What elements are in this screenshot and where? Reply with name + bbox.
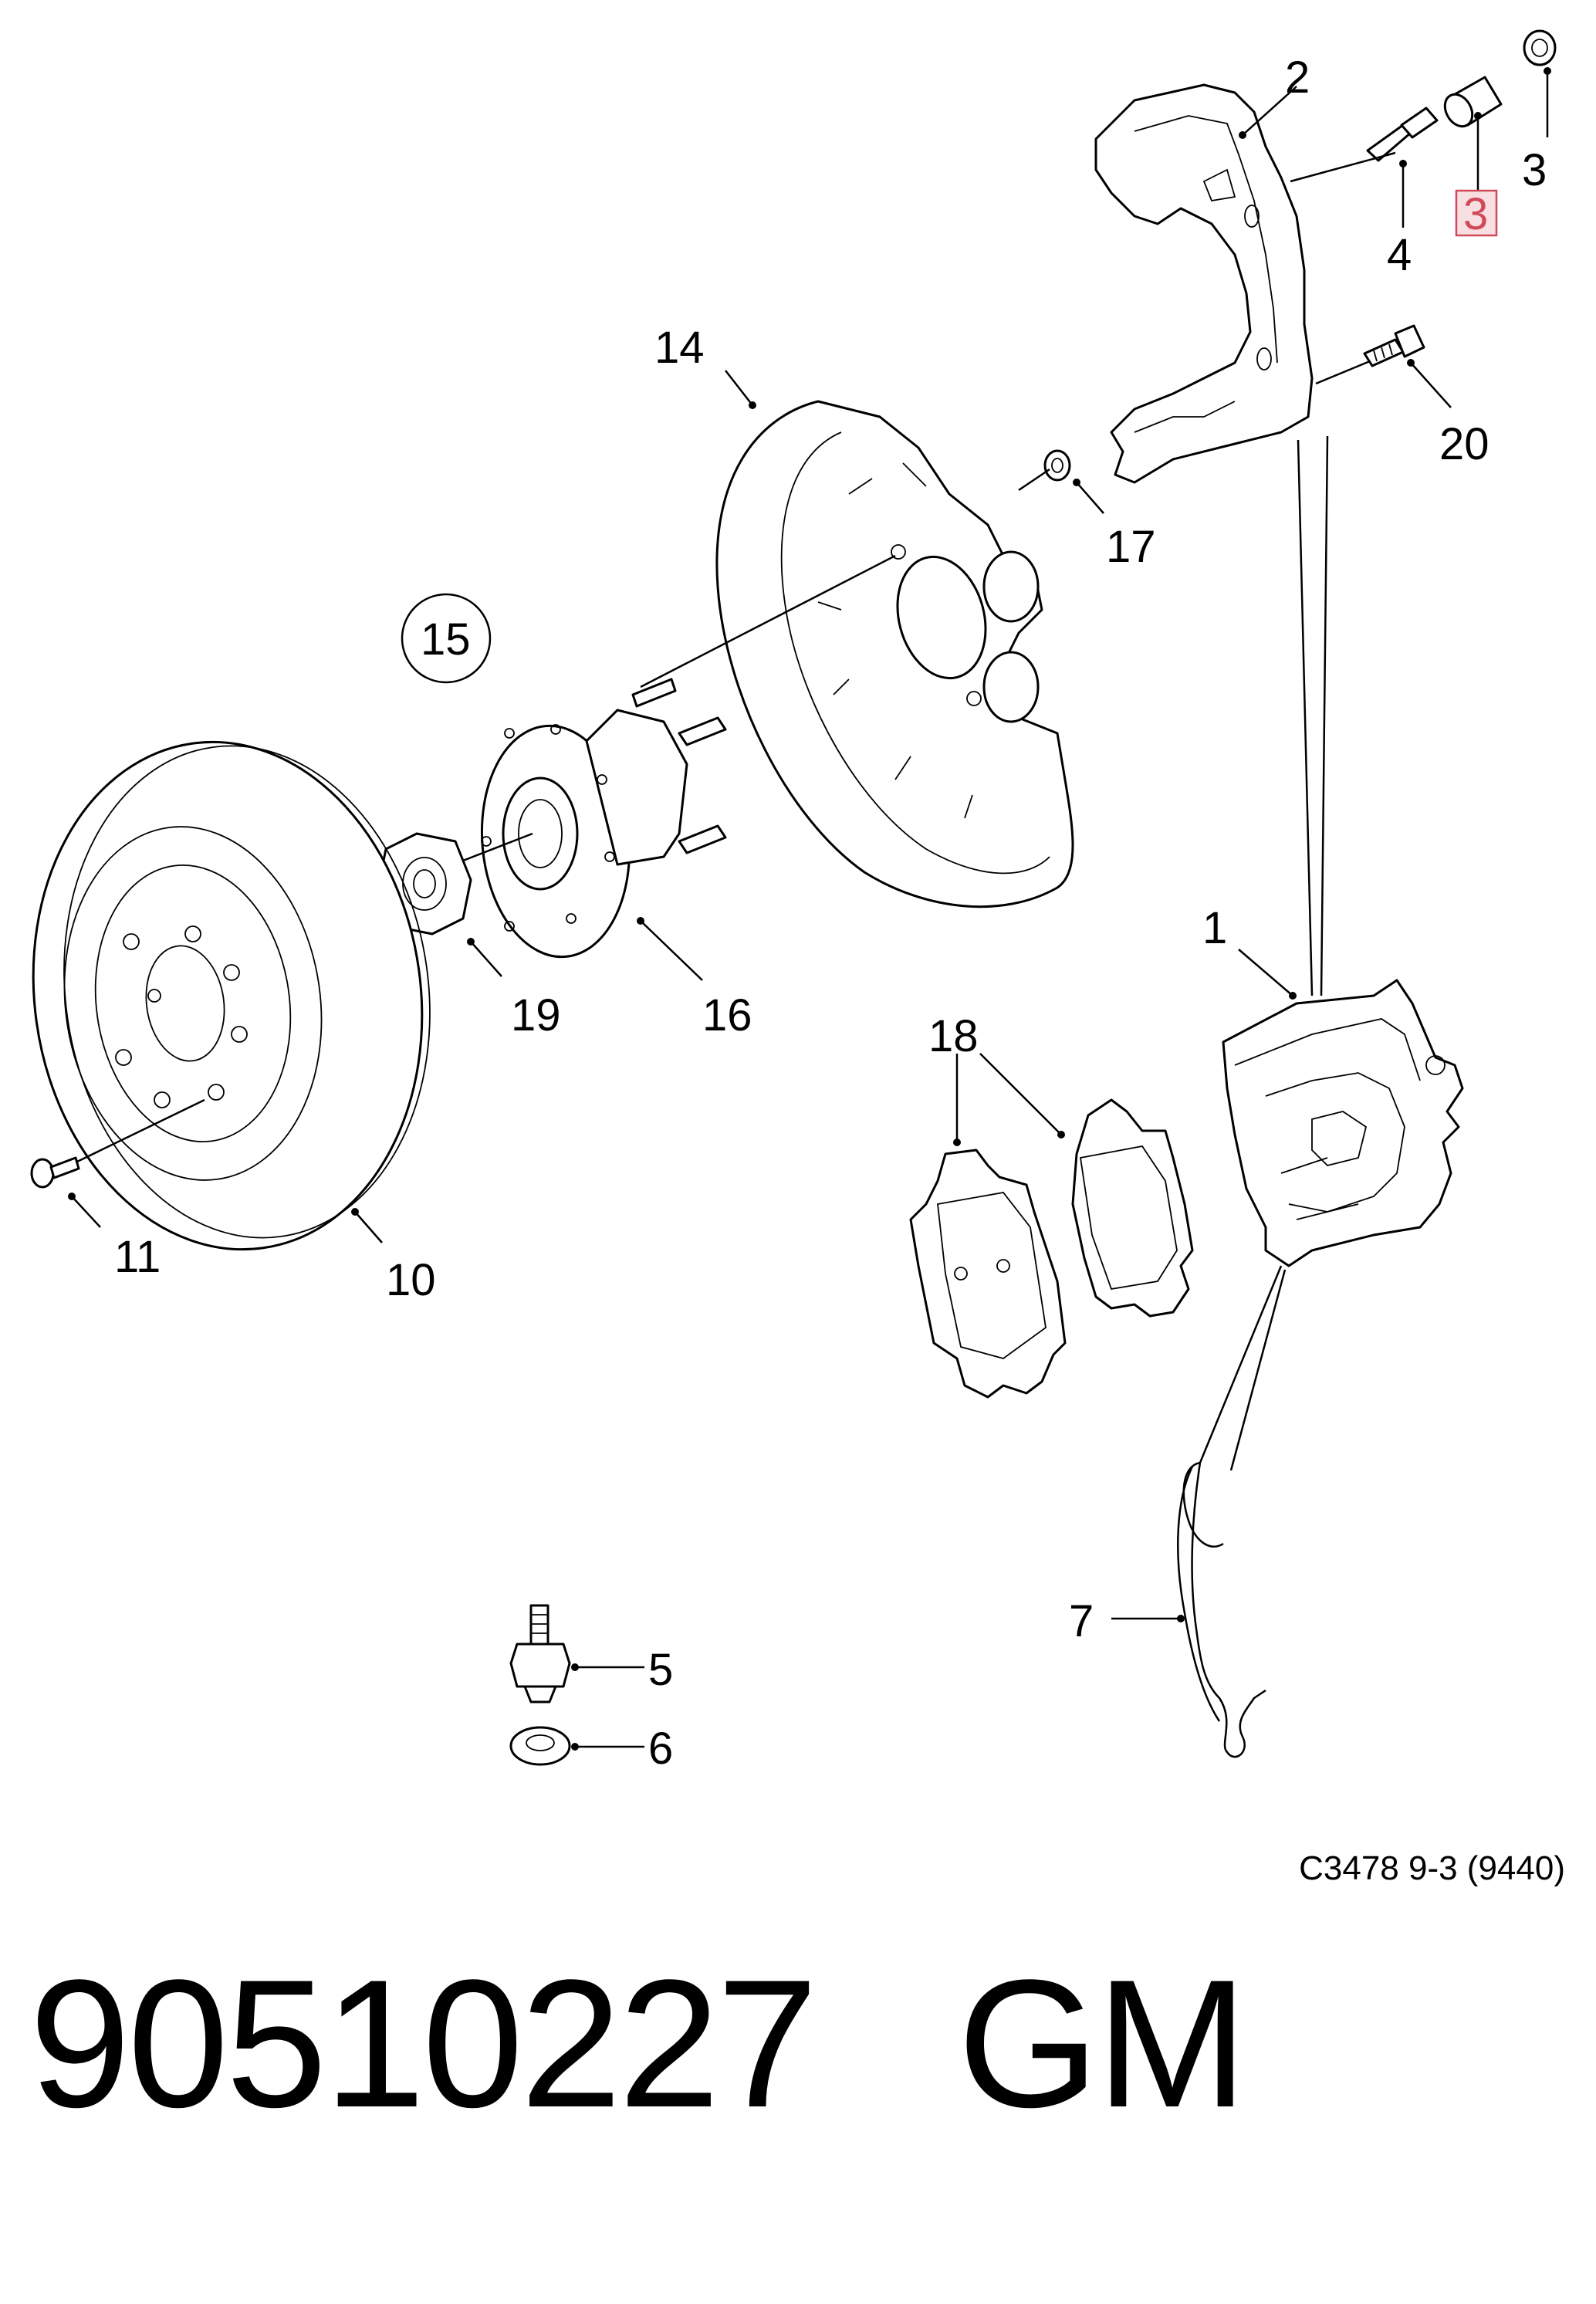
callout-3: 3 (1522, 145, 1547, 195)
part-wear-sensor-wire (1177, 1461, 1266, 1758)
callout-15: 15 (421, 614, 471, 665)
leader-lines (68, 67, 1551, 1751)
part-bleeder-screw (509, 1604, 571, 1703)
callout-2: 2 (1285, 52, 1310, 103)
callout-14: 14 (654, 323, 705, 373)
part-disc-screw (30, 1156, 80, 1189)
callout-3-highlighted: 3 (1463, 189, 1488, 239)
callout-7: 7 (1069, 1596, 1094, 1646)
part-wheel-hub (480, 678, 727, 959)
part-backing-plate (715, 400, 1074, 908)
part-guide-pin (1366, 107, 1439, 162)
callout-6: 6 (648, 1724, 673, 1774)
part-grommet (1043, 449, 1071, 482)
callout-10: 10 (386, 1255, 436, 1305)
callout-18: 18 (928, 1011, 979, 1061)
callout-11: 11 (114, 1232, 161, 1282)
spacer (815, 1942, 958, 2146)
callout-17: 17 (1106, 522, 1156, 572)
callout-20: 20 (1439, 419, 1489, 469)
part-brake-pads (909, 1098, 1194, 1399)
part-bracket-bolt (1363, 324, 1425, 367)
callout-15-ring (401, 593, 492, 684)
brand-name: GM (957, 1942, 1248, 2146)
part-number: 90510227 (29, 1942, 818, 2146)
callout-16: 16 (702, 990, 752, 1040)
callout-19: 19 (511, 990, 561, 1040)
callout-4: 4 (1387, 230, 1412, 280)
part-number-line: 90510227 GM (29, 1953, 1248, 2135)
part-caliper-bracket (1094, 83, 1314, 484)
part-guide-cap (1523, 29, 1557, 66)
highlight-box (1455, 189, 1498, 237)
part-guide-sleeve (1443, 76, 1503, 128)
diagram-reference: C3478 9-3 (9440) (1299, 1849, 1565, 1887)
part-bleeder-cap (509, 1726, 571, 1766)
callout-1: 1 (1202, 903, 1227, 953)
part-brake-caliper (1222, 979, 1464, 1267)
callout-5: 5 (648, 1645, 673, 1695)
part-brake-disc (32, 740, 431, 1251)
